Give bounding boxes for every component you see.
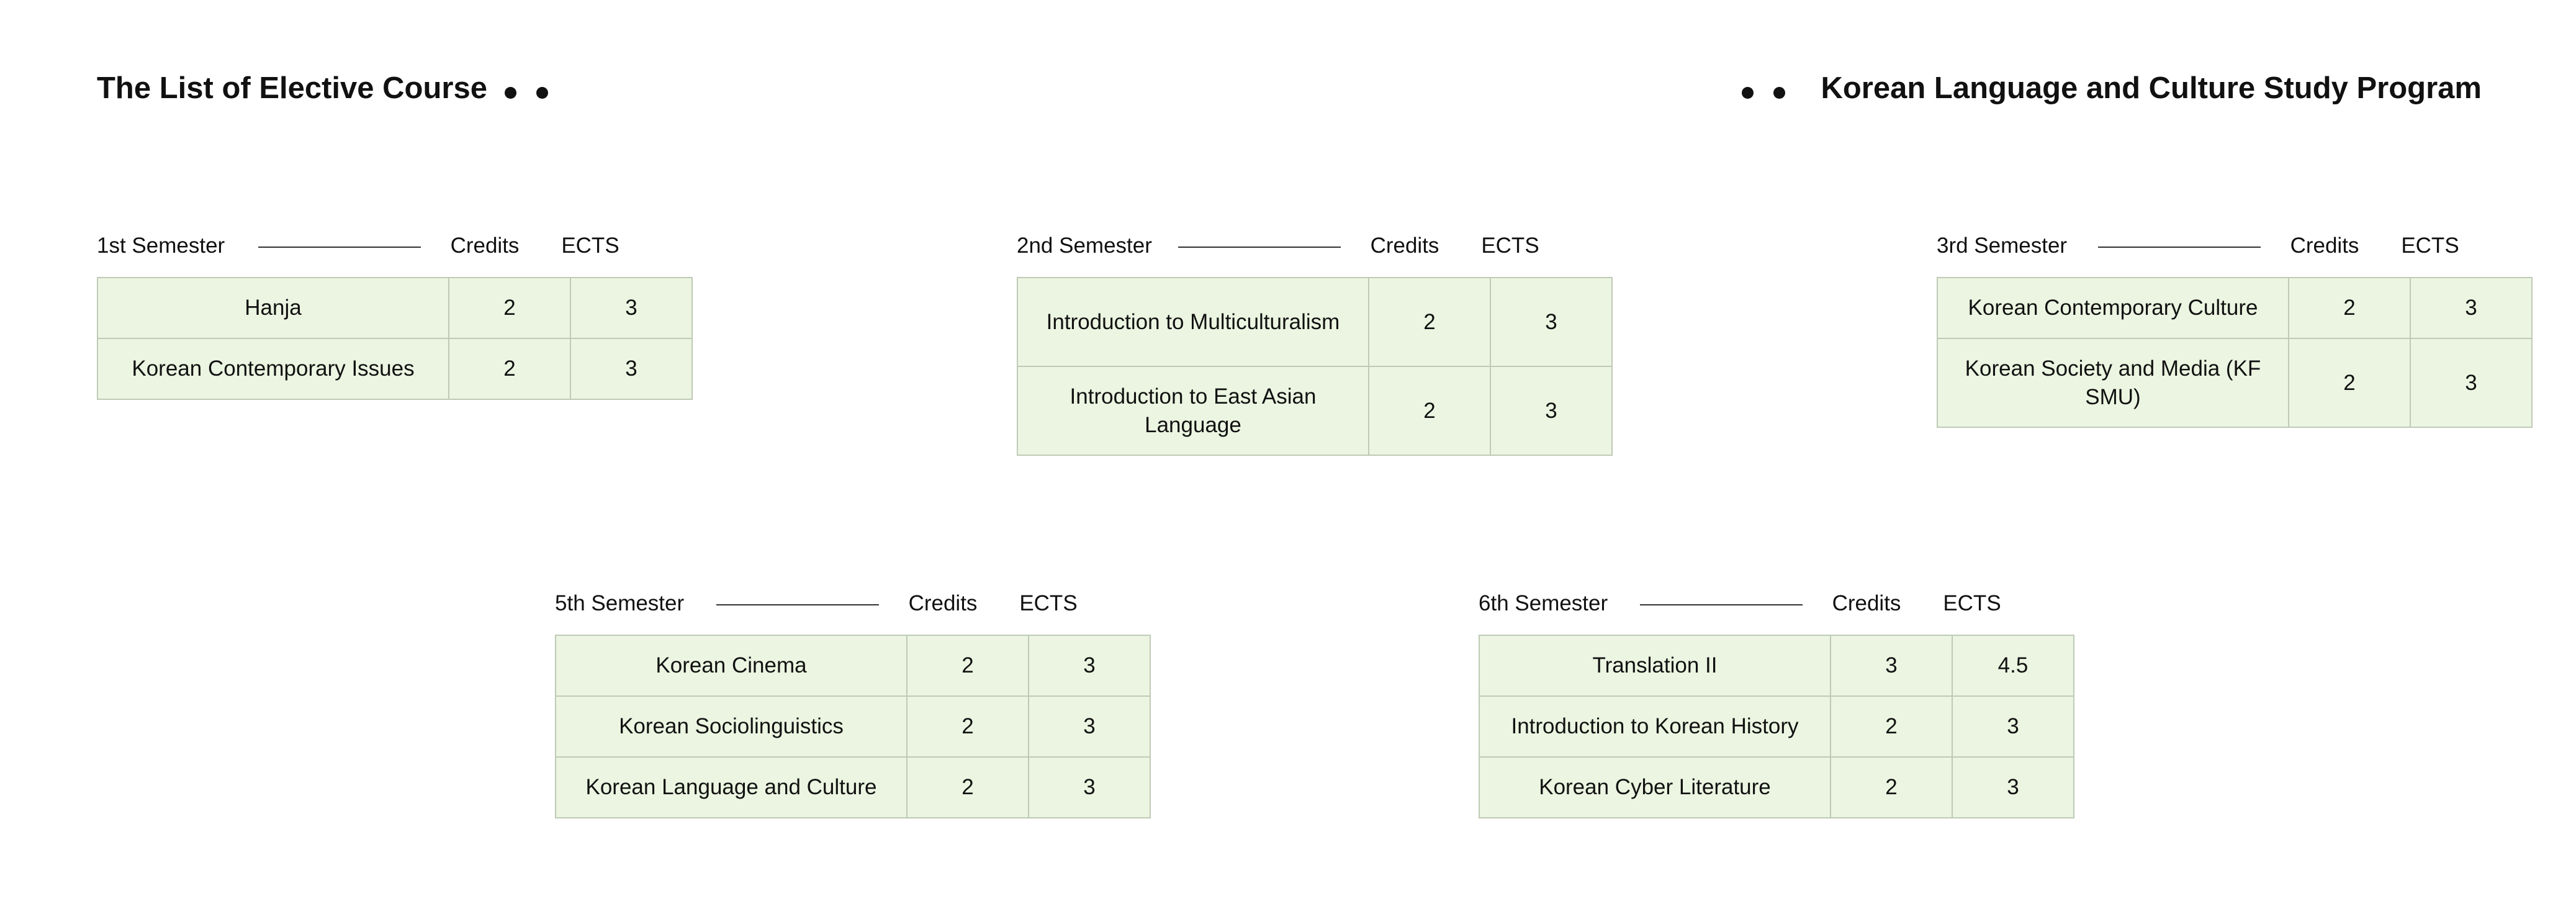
credits-column-header: Credits [908, 591, 978, 615]
decorative-dots [505, 87, 548, 99]
course-ects: 3 [1028, 635, 1151, 697]
ects-column-header: ECTS [1943, 591, 2001, 615]
table-row: Korean Cinema 2 3 [555, 635, 1151, 697]
course-credits: 2 [2288, 277, 2411, 339]
course-credits: 2 [906, 635, 1029, 697]
course-ects: 3 [1490, 366, 1613, 456]
course-name: Korean Sociolinguistics [555, 695, 907, 758]
course-table: Introduction to Multiculturalism 2 3 Int… [1017, 277, 1613, 456]
course-credits: 2 [906, 695, 1029, 758]
table-row: Korean Sociolinguistics 2 3 [555, 695, 1151, 758]
ects-column-header: ECTS [1481, 233, 1539, 258]
table-row: Hanja 2 3 [97, 277, 693, 339]
course-table: Hanja 2 3 Korean Contemporary Issues 2 3 [97, 277, 693, 400]
divider-line [1640, 604, 1803, 605]
semester-label: 1st Semester [97, 233, 225, 258]
semester-label: 2nd Semester [1017, 233, 1152, 258]
program-title: Korean Language and Culture Study Progra… [1821, 71, 2482, 105]
course-credits: 2 [906, 756, 1029, 818]
course-table: Korean Contemporary Culture 2 3 Korean S… [1937, 277, 2533, 428]
semester-header: 1st Semester Credits ECTS [97, 233, 643, 262]
credits-column-header: Credits [1370, 233, 1439, 258]
table-row: Korean Cyber Literature 2 3 [1479, 756, 2074, 818]
table-row: Translation II 3 4.5 [1479, 635, 2074, 697]
course-name: Introduction to Multiculturalism [1017, 277, 1369, 367]
table-row: Korean Society and Media (KF SMU) 2 3 [1937, 338, 2533, 428]
semester-header: 2nd Semester Credits ECTS [1017, 233, 1563, 262]
semester-block-2: 2nd Semester Credits ECTS Introduction t… [1017, 233, 1613, 456]
table-row: Introduction to East Asian Language 2 3 [1017, 366, 1613, 456]
semester-block-3: 3rd Semester Credits ECTS Korean Contemp… [1937, 233, 2533, 428]
dot-icon [1742, 87, 1754, 99]
semester-header: 3rd Semester Credits ECTS [1937, 233, 2483, 262]
course-name: Korean Cinema [555, 635, 907, 697]
credits-column-header: Credits [1832, 591, 1901, 615]
course-ects: 3 [1490, 277, 1613, 367]
divider-line [716, 604, 879, 605]
ects-column-header: ECTS [1019, 591, 1078, 615]
ects-column-header: ECTS [561, 233, 619, 258]
semester-header: 5th Semester Credits ECTS [555, 591, 1101, 620]
semester-header: 6th Semester Credits ECTS [1479, 591, 2025, 620]
decorative-dots [1742, 87, 1785, 99]
ects-column-header: ECTS [2401, 233, 2459, 258]
semester-label: 6th Semester [1479, 591, 1608, 615]
course-credits: 2 [1368, 366, 1491, 456]
course-table: Translation II 3 4.5 Introduction to Kor… [1479, 635, 2074, 818]
semester-label: 5th Semester [555, 591, 685, 615]
course-ects: 3 [1028, 695, 1151, 758]
semester-label: 3rd Semester [1937, 233, 2068, 258]
credits-column-header: Credits [450, 233, 520, 258]
dot-icon [1773, 87, 1785, 99]
divider-line [2098, 247, 2261, 248]
course-ects: 3 [1028, 756, 1151, 818]
dot-icon [536, 87, 548, 99]
table-row: Introduction to Korean History 2 3 [1479, 695, 2074, 758]
course-name: Introduction to Korean History [1479, 695, 1831, 758]
semester-block-5: 5th Semester Credits ECTS Korean Cinema … [555, 591, 1151, 818]
course-name: Korean Language and Culture [555, 756, 907, 818]
course-ects: 3 [1952, 756, 2074, 818]
table-row: Korean Contemporary Issues 2 3 [97, 338, 693, 400]
course-name: Korean Contemporary Issues [97, 338, 449, 400]
course-credits: 2 [448, 277, 571, 339]
course-credits: 3 [1830, 635, 1953, 697]
table-row: Korean Contemporary Culture 2 3 [1937, 277, 2533, 339]
course-ects: 3 [570, 338, 693, 400]
course-ects: 3 [1952, 695, 2074, 758]
course-credits: 2 [2288, 338, 2411, 428]
dot-icon [505, 87, 516, 99]
course-credits: 2 [1830, 695, 1953, 758]
course-ects: 4.5 [1952, 635, 2074, 697]
course-name: Hanja [97, 277, 449, 339]
divider-line [258, 247, 421, 248]
course-credits: 2 [1368, 277, 1491, 367]
course-table: Korean Cinema 2 3 Korean Sociolinguistic… [555, 635, 1151, 818]
course-ects: 3 [570, 277, 693, 339]
semester-block-6: 6th Semester Credits ECTS Translation II… [1479, 591, 2074, 818]
semester-block-1: 1st Semester Credits ECTS Hanja 2 3 Kore… [97, 233, 693, 400]
course-ects: 3 [2410, 277, 2533, 339]
course-name: Introduction to East Asian Language [1017, 366, 1369, 456]
credits-column-header: Credits [2290, 233, 2359, 258]
course-name: Korean Contemporary Culture [1937, 277, 2289, 339]
course-name: Korean Society and Media (KF SMU) [1937, 338, 2289, 428]
course-name: Korean Cyber Literature [1479, 756, 1831, 818]
divider-line [1178, 247, 1341, 248]
table-row: Korean Language and Culture 2 3 [555, 756, 1151, 818]
course-ects: 3 [2410, 338, 2533, 428]
table-row: Introduction to Multiculturalism 2 3 [1017, 277, 1613, 367]
course-credits: 2 [448, 338, 571, 400]
course-name: Translation II [1479, 635, 1831, 697]
course-credits: 2 [1830, 756, 1953, 818]
page-title: The List of Elective Course [97, 71, 487, 105]
